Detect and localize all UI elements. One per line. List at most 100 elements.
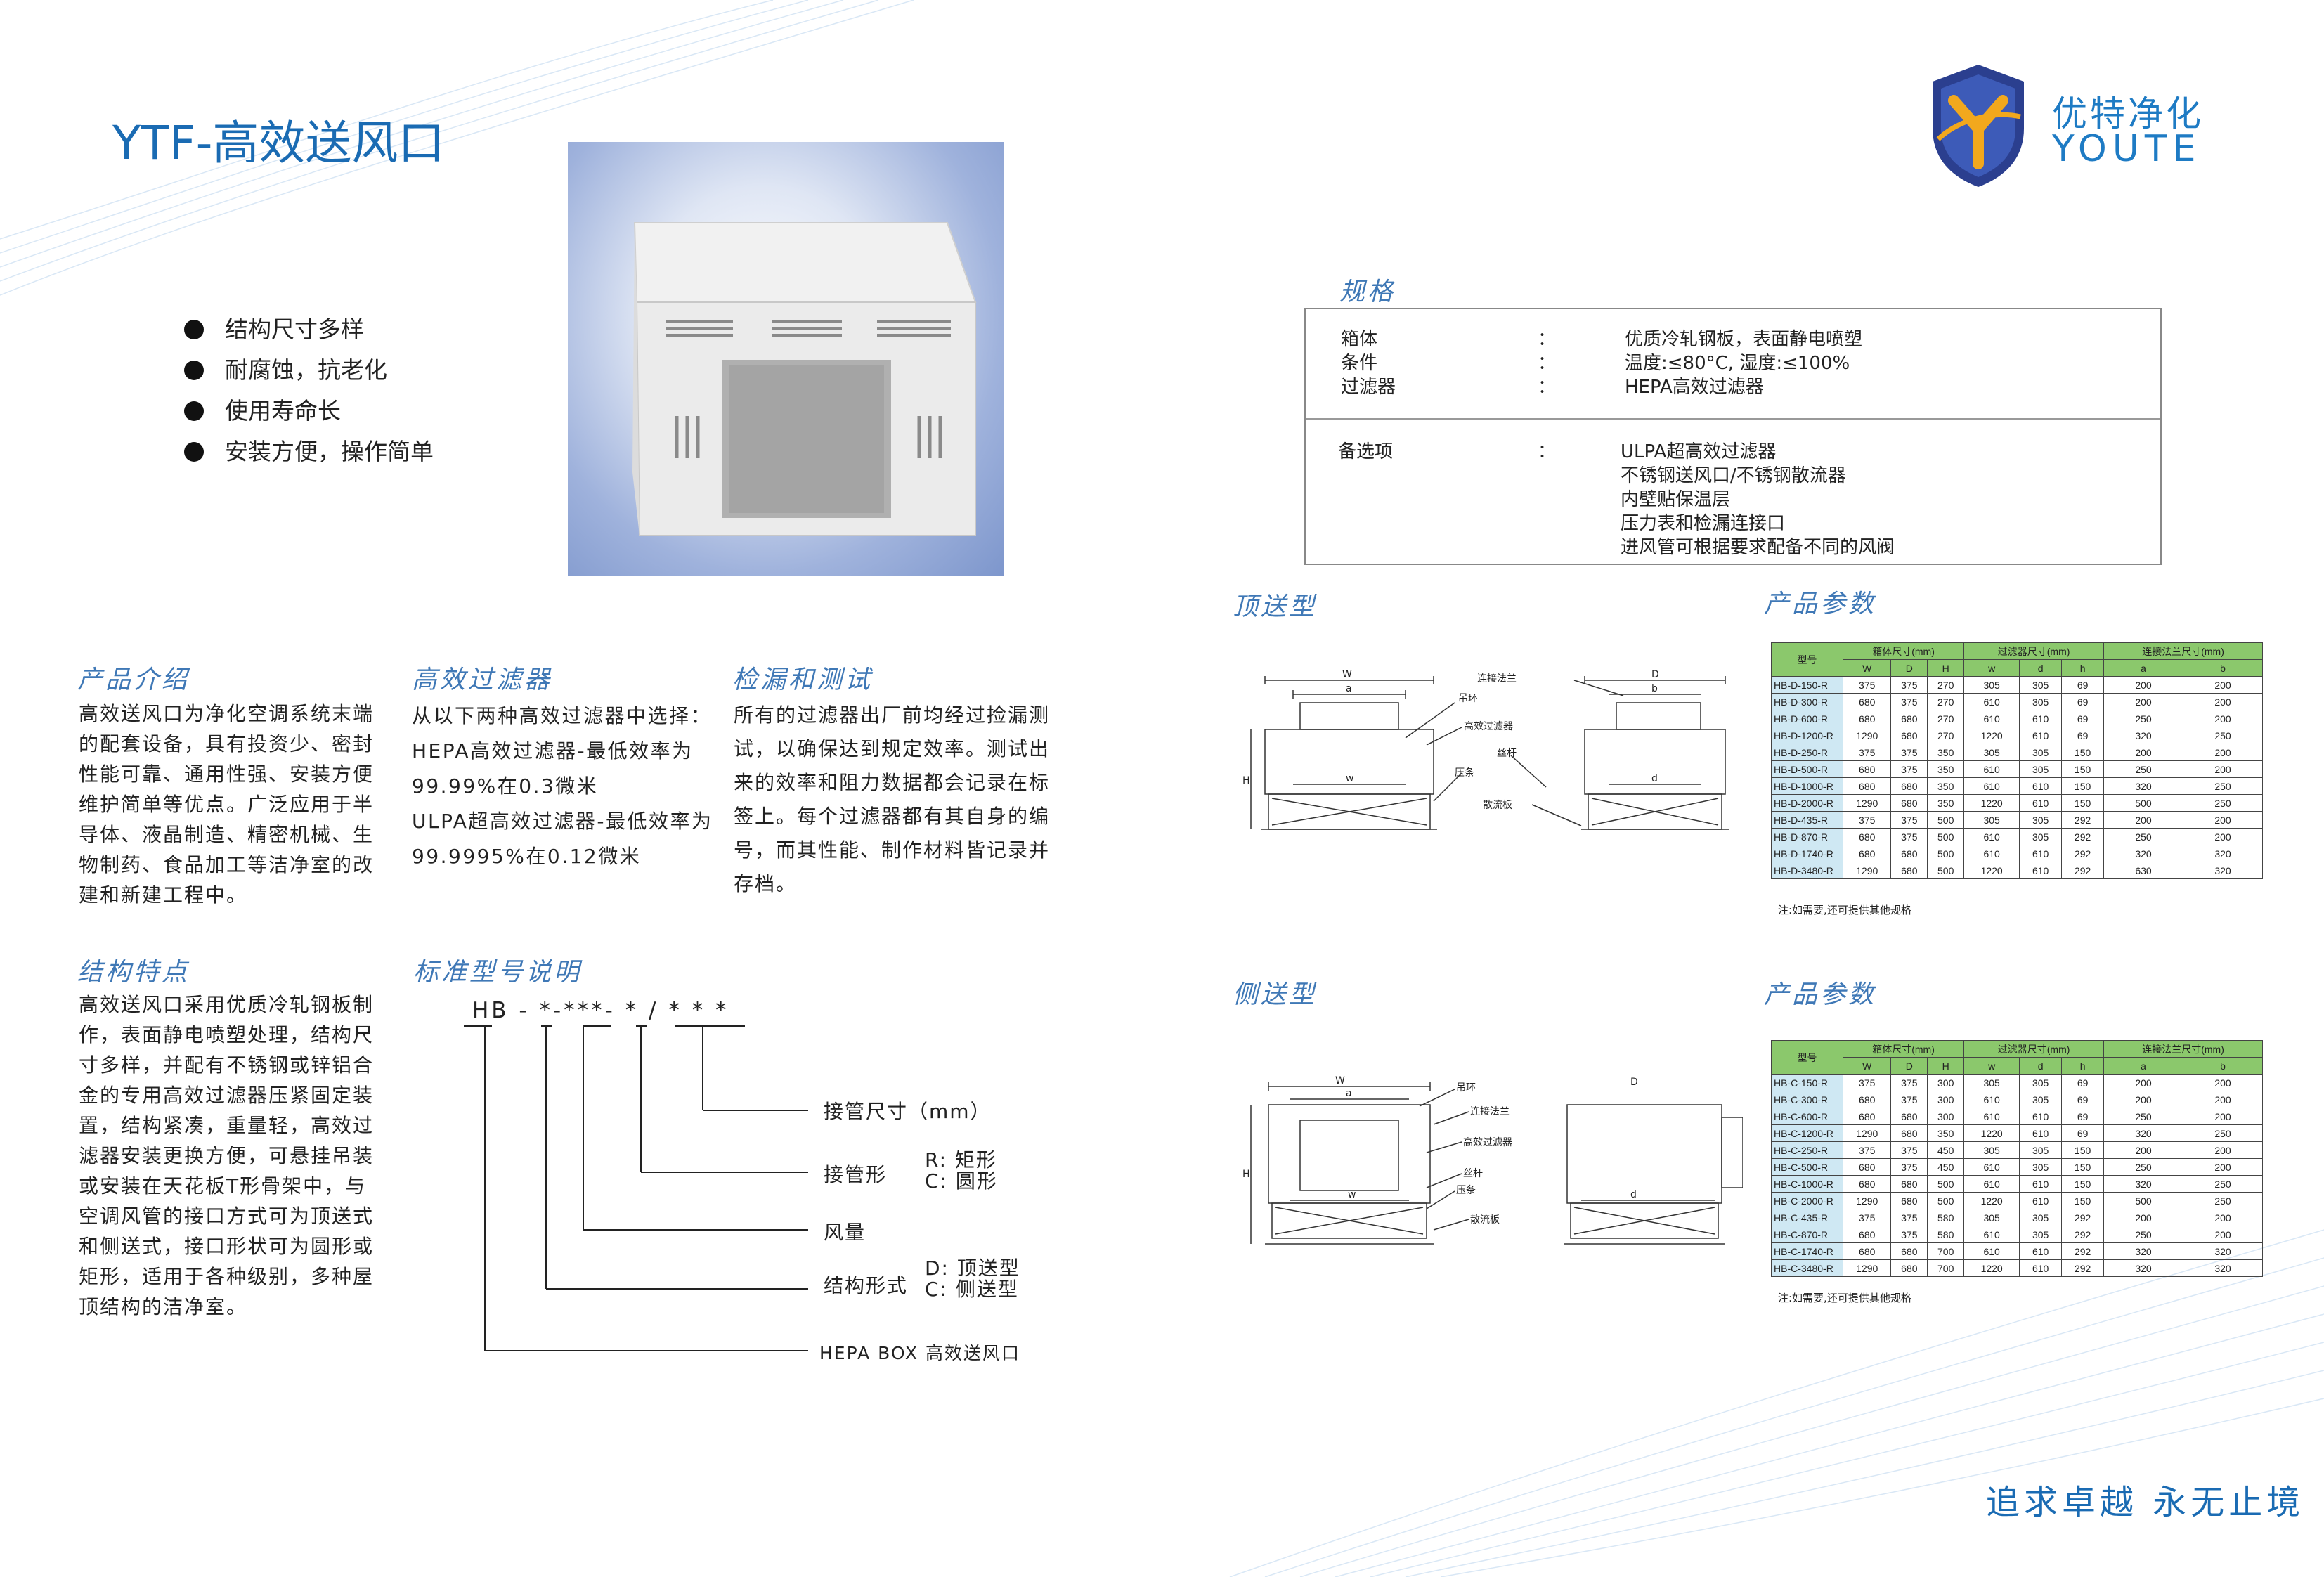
table-cell: 250	[2183, 794, 2263, 812]
col-header-filter: 过滤器尺寸(mm)	[1963, 1040, 2105, 1058]
table-cell: 1220	[1963, 794, 2020, 812]
table-cell: 305	[1963, 676, 2020, 694]
table-cell: 250	[2183, 1192, 2263, 1209]
table-cell: 610	[2019, 1242, 2063, 1260]
table-cell: 580	[1927, 1226, 1965, 1243]
table-cell: 305	[2019, 828, 2063, 845]
table-cell: 450	[1927, 1141, 1965, 1159]
table-cell: HB-D-1000-R	[1771, 777, 1843, 795]
col-subheader: D	[1890, 1057, 1928, 1075]
table-cell: 1220	[1963, 862, 2020, 879]
table-cell: 200	[2103, 744, 2184, 761]
col-subheader: w	[1963, 1057, 2020, 1075]
table-cell: 450	[1927, 1158, 1965, 1176]
col-header-box: 箱体尺寸(mm)	[1842, 642, 1965, 660]
table-cell: 300	[1927, 1091, 1965, 1108]
dim-label: d	[1651, 773, 1658, 784]
table-cell: 680	[1842, 1226, 1892, 1243]
table-cell: 69	[2061, 1074, 2105, 1091]
table-cell: 375	[1890, 693, 1928, 710]
spec-box: 箱体 ： 优质冷轧钢板，表面静电喷塑 条件 ： 温度:≤80°C, 湿度:≤10…	[1304, 308, 2162, 565]
table-cell: 200	[2103, 811, 2184, 829]
table-cell: 305	[1963, 1141, 2020, 1159]
model-code-string: HB - *-***- * / * * *	[472, 998, 729, 1023]
table-cell: 680	[1890, 727, 1928, 744]
table-cell: 305	[2019, 1074, 2063, 1091]
table-cell: 320	[2103, 777, 2184, 795]
table-cell: 375	[1890, 1141, 1928, 1159]
table-cell: 200	[2183, 1091, 2263, 1108]
dim-label: W	[1335, 1075, 1345, 1086]
col-subheader: W	[1842, 659, 1892, 677]
table-cell: 610	[2019, 845, 2063, 862]
table-cell: 680	[1890, 1192, 1928, 1209]
table-cell: 680	[1890, 1175, 1928, 1193]
table-cell: 680	[1890, 710, 1928, 727]
table-cell: 200	[2103, 1141, 2184, 1159]
dim-label: a	[1346, 1088, 1352, 1099]
table-cell: 150	[2061, 777, 2105, 795]
table-cell: 375	[1890, 744, 1928, 761]
table-cell: 305	[1963, 1074, 2020, 1091]
table-cell: HB-C-250-R	[1771, 1141, 1843, 1159]
table-cell: 1290	[1842, 862, 1892, 879]
table-cell: 375	[1890, 676, 1928, 694]
table-cell: 375	[1890, 811, 1928, 829]
table-cell: 580	[1927, 1209, 1965, 1226]
table-cell: 680	[1842, 1175, 1892, 1193]
structure-heading: 结构特点	[77, 958, 190, 987]
table-cell: 680	[1842, 710, 1892, 727]
part-label: 高效过滤器	[1463, 1136, 1512, 1148]
table-cell: 250	[2183, 1124, 2263, 1142]
table-cell: 305	[2019, 676, 2063, 694]
table-cell: 680	[1890, 845, 1928, 862]
table-cell: 500	[1927, 811, 1965, 829]
table-cell: 680	[1842, 1091, 1892, 1108]
table-cell: 610	[2019, 1259, 2063, 1277]
table-cell: 1220	[1963, 727, 2020, 744]
spec-value: 温度:≤80°C, 湿度:≤100%	[1625, 353, 1850, 374]
product-photo	[568, 142, 1004, 576]
table-cell: 292	[2061, 811, 2105, 829]
spec-key: 过滤器	[1341, 377, 1396, 398]
dim-label: D	[1651, 669, 1659, 680]
table-cell: 150	[2061, 744, 2105, 761]
part-label: 连接法兰	[1477, 673, 1517, 684]
part-label: 丝杆	[1463, 1168, 1483, 1179]
table-cell: 69	[2061, 693, 2105, 710]
params-heading-top: 产品参数	[1764, 590, 1877, 618]
table-cell: 610	[2019, 794, 2063, 812]
table-cell: 320	[2103, 845, 2184, 862]
table-cell: 250	[2183, 727, 2263, 744]
col-subheader: w	[1963, 659, 2020, 677]
col-subheader: H	[1927, 659, 1965, 677]
table-cell: 610	[1963, 1108, 2020, 1125]
table-cell: 300	[1927, 1074, 1965, 1091]
table-cell: 305	[2019, 1141, 2063, 1159]
table-cell: 630	[2103, 862, 2184, 879]
table-cell: HB-C-600-R	[1771, 1108, 1843, 1125]
table-cell: HB-C-500-R	[1771, 1158, 1843, 1176]
table-cell: 680	[1842, 777, 1892, 795]
spec-key: 条件	[1341, 353, 1378, 374]
spec-sep: ：	[1538, 329, 1557, 350]
feature-list: 结构尺寸多样 耐腐蚀，抗老化 使用寿命长 安装方便，操作简单	[184, 309, 434, 472]
table-cell: 200	[2183, 811, 2263, 829]
table-cell: 1290	[1842, 1192, 1892, 1209]
table-cell: 500	[1927, 1175, 1965, 1193]
table-cell: 150	[2061, 1158, 2105, 1176]
table-cell: 680	[1842, 845, 1892, 862]
table-cell: 305	[2019, 693, 2063, 710]
table-cell: 680	[1842, 1242, 1892, 1260]
table-cell: 610	[1963, 1226, 2020, 1243]
table-cell: 610	[1963, 760, 2020, 778]
table-cell: 680	[1890, 794, 1928, 812]
